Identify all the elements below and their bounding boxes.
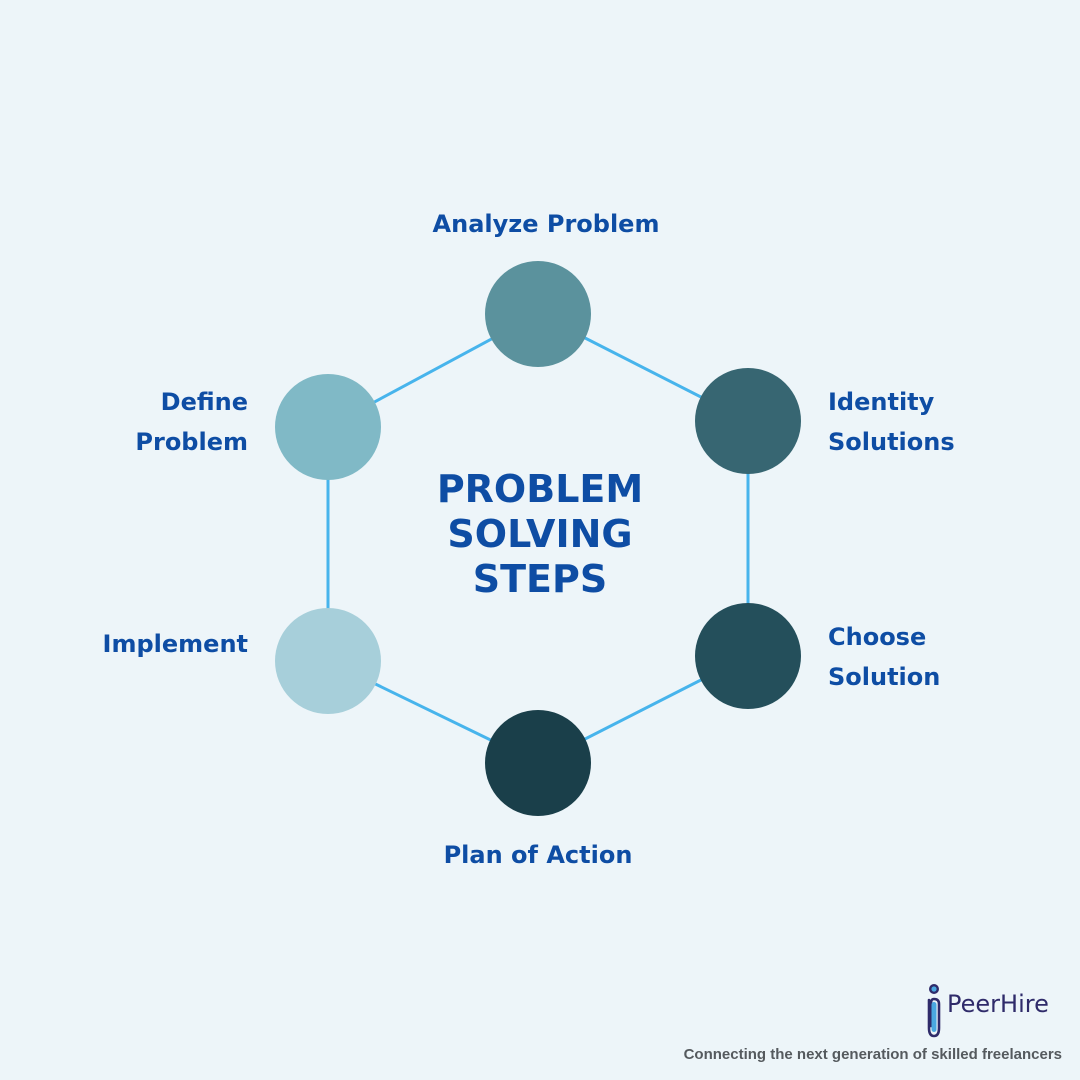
step-label-line: Solution <box>828 663 941 691</box>
node-implement <box>275 608 381 714</box>
paperclip-person-icon <box>927 984 941 1038</box>
node-identity-solutions <box>695 368 801 474</box>
step-label-analyze-problem: Analyze Problem <box>366 204 726 244</box>
step-label-identity-solutions: Identity Solutions <box>828 382 1068 462</box>
step-label-line: Plan of Action <box>443 841 633 869</box>
step-label-choose-solution: Choose Solution <box>828 617 1068 697</box>
brand-logo: PeerHire <box>920 982 1060 1042</box>
step-label-line: Identity <box>828 388 935 416</box>
step-label-implement: Implement <box>18 624 248 664</box>
step-label-line: Solutions <box>828 428 955 456</box>
node-choose-solution <box>695 603 801 709</box>
step-label-line: Analyze Problem <box>432 210 660 238</box>
step-label-line: Choose <box>828 623 927 651</box>
step-label-plan-of-action: Plan of Action <box>358 835 718 875</box>
title-line: PROBLEM <box>436 467 644 511</box>
diagram-title: PROBLEM SOLVING STEPS <box>390 467 690 602</box>
step-label-line: Problem <box>135 428 248 456</box>
brand-name: PeerHire <box>947 990 1049 1018</box>
node-analyze-problem <box>485 261 591 367</box>
step-label-line: Implement <box>102 630 248 658</box>
step-label-line: Define <box>160 388 248 416</box>
node-define-problem <box>275 374 381 480</box>
step-nodes <box>275 261 801 816</box>
title-line: SOLVING <box>447 512 633 556</box>
title-line: STEPS <box>472 557 608 601</box>
node-plan-of-action <box>485 710 591 816</box>
brand-tagline: Connecting the next generation of skille… <box>683 1046 1062 1063</box>
step-label-define-problem: Define Problem <box>18 382 248 462</box>
